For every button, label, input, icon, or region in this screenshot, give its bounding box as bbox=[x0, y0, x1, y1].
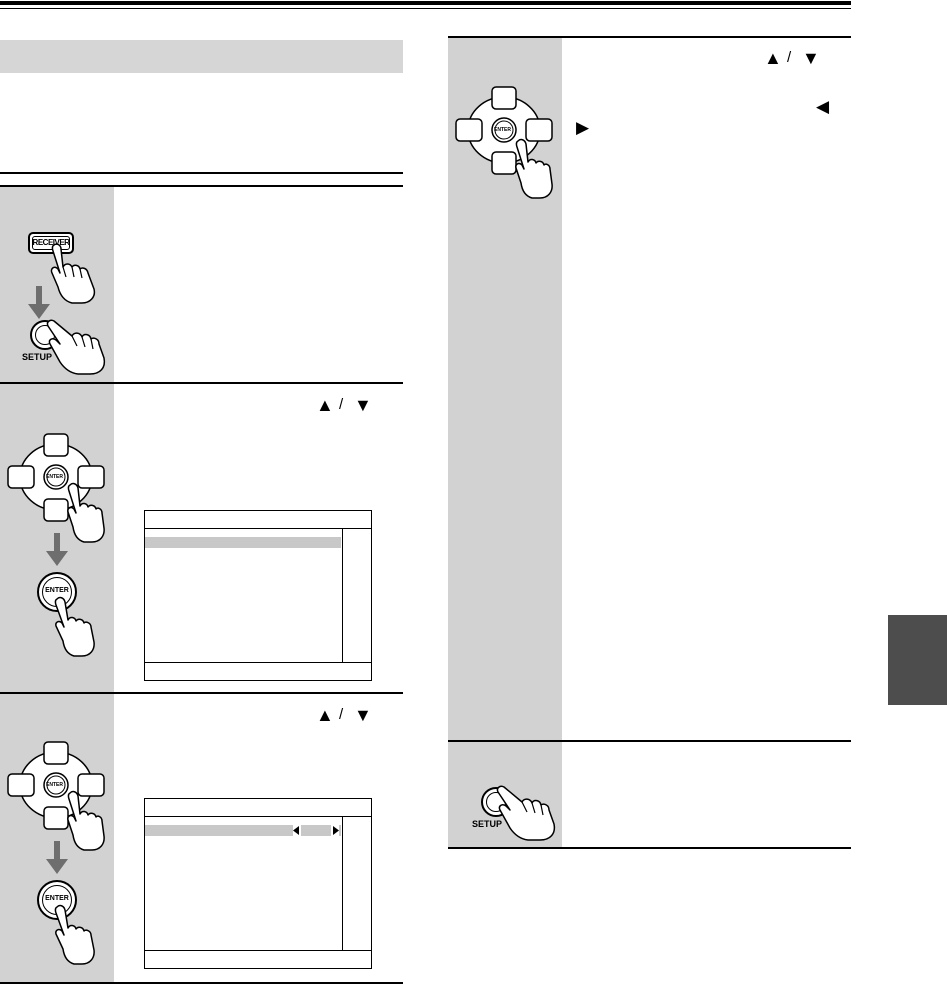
setup-button-label: SETUP bbox=[472, 819, 503, 829]
top-rule-thick bbox=[0, 1, 851, 5]
up-arrow-glyph: ▲ bbox=[764, 48, 782, 68]
down-arrow-icon bbox=[28, 286, 50, 319]
enter-button-label: ENTER bbox=[45, 587, 69, 594]
rule bbox=[0, 185, 403, 187]
enter-button[interactable]: ENTER bbox=[37, 572, 77, 612]
up-arrow-glyph: ▲ bbox=[316, 705, 334, 725]
value-left-arrow-icon bbox=[293, 826, 299, 835]
dpad-enter-label: ENTER bbox=[46, 782, 63, 788]
receiver-button[interactable]: RECEIVER bbox=[28, 232, 74, 254]
down-arrow-glyph: ▼ bbox=[354, 395, 372, 415]
side-tab bbox=[888, 615, 947, 705]
rule bbox=[0, 692, 403, 694]
left-arrow-glyph: ◀ bbox=[816, 97, 830, 116]
dpad-enter-label: ENTER bbox=[494, 127, 511, 133]
arrow-slash: / bbox=[787, 49, 792, 66]
hand-icon bbox=[50, 243, 96, 304]
osd-menu-highlight-row[interactable] bbox=[145, 537, 341, 548]
receiver-button-label: RECEIVER bbox=[32, 238, 70, 247]
hand-icon bbox=[54, 904, 95, 965]
hand-icon bbox=[496, 785, 556, 841]
osd-menu-footer-divider bbox=[145, 662, 371, 663]
osd-menu-scroll-divider bbox=[342, 816, 343, 950]
rule bbox=[448, 740, 851, 742]
right-arrow-glyph: ▶ bbox=[576, 118, 590, 137]
section-header-bar bbox=[0, 40, 403, 73]
hand-icon bbox=[67, 790, 105, 851]
down-arrow-glyph: ▼ bbox=[802, 48, 820, 68]
down-arrow-icon bbox=[46, 533, 68, 566]
hand-icon bbox=[67, 482, 105, 543]
value-right-arrow-icon bbox=[333, 826, 339, 835]
osd-menu bbox=[144, 798, 372, 969]
rule bbox=[0, 982, 403, 984]
rule bbox=[448, 847, 851, 849]
osd-menu-highlight-row[interactable] bbox=[145, 825, 341, 836]
enter-button-label: ENTER bbox=[45, 895, 69, 902]
hand-icon bbox=[515, 138, 553, 199]
down-arrow-icon bbox=[46, 841, 68, 874]
hand-icon bbox=[54, 596, 95, 657]
down-arrow-glyph: ▼ bbox=[354, 705, 372, 725]
hand-icon bbox=[46, 319, 106, 375]
rule bbox=[0, 172, 403, 174]
osd-menu-title-divider bbox=[145, 528, 371, 529]
dpad-enter-label: ENTER bbox=[46, 474, 63, 480]
setup-button-label: SETUP bbox=[22, 352, 53, 362]
arrow-slash: / bbox=[339, 706, 344, 723]
osd-value-field bbox=[301, 825, 331, 836]
rule bbox=[0, 382, 403, 384]
top-rule-thin bbox=[0, 8, 851, 9]
osd-menu-title-divider bbox=[145, 816, 371, 817]
osd-value-selector[interactable] bbox=[293, 825, 339, 836]
arrow-slash: / bbox=[339, 396, 344, 413]
osd-menu-scroll-divider bbox=[342, 528, 343, 662]
osd-menu bbox=[144, 510, 372, 681]
osd-menu-footer-divider bbox=[145, 950, 371, 951]
rule bbox=[448, 36, 851, 38]
up-arrow-glyph: ▲ bbox=[316, 395, 334, 415]
